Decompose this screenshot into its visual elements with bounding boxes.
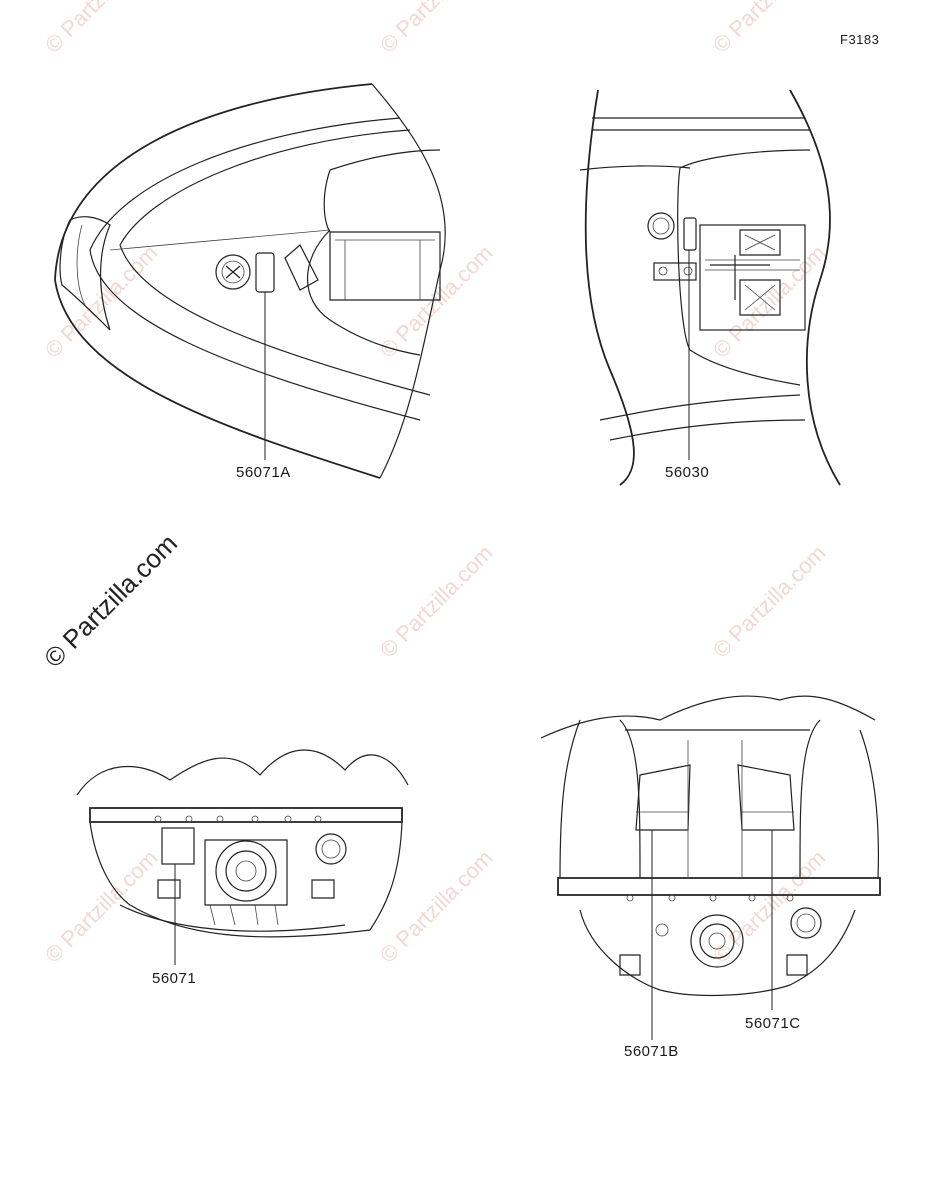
callout-56071a: 56071A <box>236 464 291 481</box>
deck-drawing <box>579 89 841 486</box>
callout-56071b: 56071B <box>624 1043 679 1060</box>
bow-drawing <box>54 83 446 479</box>
figure-code: F3183 <box>840 32 880 47</box>
callout-56030: 56030 <box>665 464 710 481</box>
stern-drawing <box>76 749 409 965</box>
rear-deck-drawing <box>540 695 881 1040</box>
callout-56071c: 56071C <box>745 1015 801 1032</box>
callout-56071: 56071 <box>152 970 197 987</box>
